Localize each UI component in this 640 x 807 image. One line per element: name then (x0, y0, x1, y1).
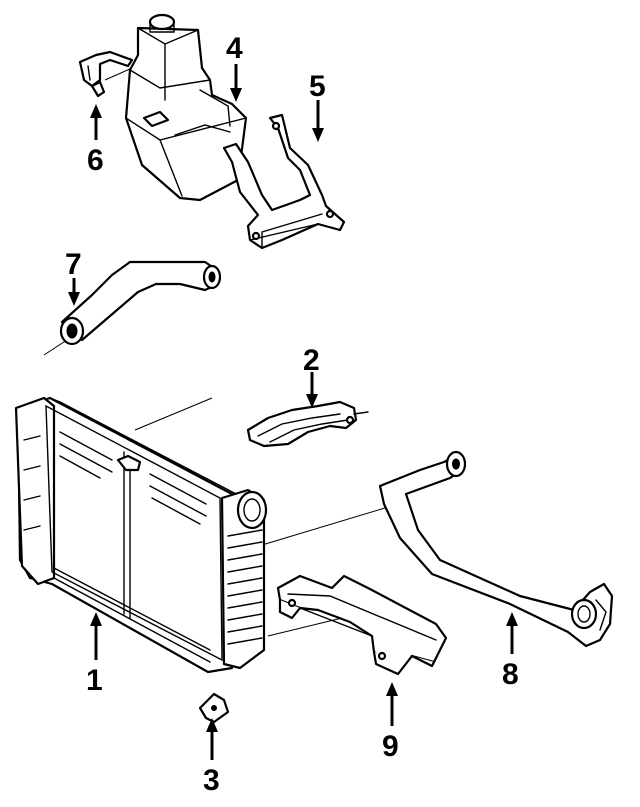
radiator-upper-bracket (246, 400, 369, 448)
callout-5: 5 (309, 70, 326, 103)
callout-numbers: 1 2 3 4 5 6 7 8 9 (65, 32, 519, 797)
coolant-reservoir (124, 13, 248, 202)
callout-2: 2 (303, 344, 320, 377)
radiator (14, 396, 268, 674)
upper-radiator-hose (59, 260, 222, 346)
right-tank-fins (227, 529, 263, 645)
callout-arrows (68, 64, 518, 760)
reservoir-strap (78, 50, 134, 98)
callout-7: 7 (65, 248, 82, 281)
lower-radiator-bracket (276, 574, 448, 676)
callout-1: 1 (86, 664, 103, 697)
callout-4: 4 (226, 32, 243, 65)
callout-3: 3 (203, 764, 220, 797)
callout-9: 9 (382, 730, 399, 763)
small-clip (198, 692, 230, 724)
callout-8: 8 (502, 658, 519, 691)
reservoir-bracket (222, 113, 346, 250)
callout-6: 6 (87, 144, 104, 177)
lower-radiator-hose (378, 450, 614, 648)
